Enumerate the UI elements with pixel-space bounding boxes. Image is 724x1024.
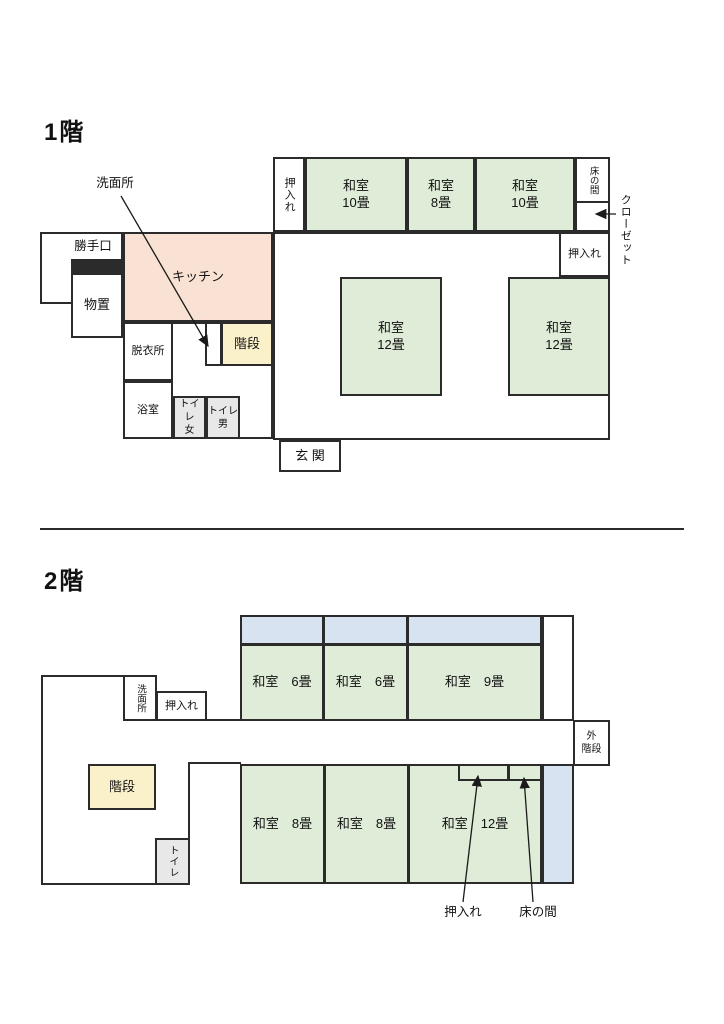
floor2-room-washitsu-12: 和室 12畳 (408, 764, 542, 884)
floor2-oshiire-cell (458, 764, 509, 781)
floor2-title: 2階 (44, 568, 86, 595)
floor-divider-line (40, 528, 684, 530)
floor1-room-tokonoma: 床の間 (575, 157, 610, 203)
floor2-wall-corridor-bottom (188, 762, 241, 764)
floor1-room-monooki: 物置 (71, 273, 123, 338)
floor2-room-kaidan: 階段 (88, 764, 156, 810)
floor2-room-washitsu-8b: 和室 8畳 (324, 764, 409, 884)
floor1-room-toilet-women: トイレ 女 (173, 396, 206, 439)
floor1-room-kaidan: 階段 (221, 322, 273, 366)
floor1-room-genkan: 玄 関 (279, 440, 341, 472)
floor2-wall-bottom (41, 883, 157, 885)
floor2-room-toilet: トイレ (155, 838, 190, 885)
floor1-closet-annotation: クローゼット (619, 194, 632, 266)
floor2-tokonoma-cell (508, 764, 542, 781)
floor2-veranda-1 (240, 615, 324, 645)
floor2-room-soto-kaidan: 外 階段 (573, 720, 610, 766)
floor1-room-toilet-men: トイレ 男 (206, 396, 240, 439)
floor2-veranda-right (542, 764, 574, 884)
floor2-room-senmenjo: 洗面所 (123, 675, 157, 721)
floor1-room-kitchen: キッチン (123, 232, 273, 322)
floor1-room-washitsu-8: 和室 8畳 (407, 157, 475, 232)
floor1-room-washitsu-10b: 和室 10畳 (475, 157, 575, 232)
floor2-oshiire-annotation: 押入れ (444, 905, 482, 919)
floor2-room-washitsu-9: 和室 9畳 (407, 644, 542, 721)
floor1-room-washitsu-12a: 和室 12畳 (340, 277, 442, 396)
floor2-veranda-3 (407, 615, 542, 645)
floor2-room-washitsu-8a: 和室 8畳 (240, 764, 325, 884)
floor1-closet-cell (575, 201, 610, 232)
floor1-senmenjo-room (205, 322, 222, 366)
floor1-room-datsuisho: 脱衣所 (123, 322, 173, 381)
floor2-wall-corridor-top (205, 719, 241, 721)
floor1-room-oshiire-top: 押入れ (273, 157, 305, 232)
floor2-tokonoma-annotation: 床の間 (519, 905, 557, 919)
floor2-wall-left (41, 675, 43, 885)
floor2-veranda-2 (323, 615, 408, 645)
floor1-room-washitsu-10a: 和室 10畳 (305, 157, 407, 232)
floor1-room-washitsu-12b: 和室 12畳 (508, 277, 610, 396)
floor1-room-yokushitsu: 浴室 (123, 381, 173, 439)
floor2-room-oshiire: 押入れ (156, 691, 207, 721)
floor1-room-oshiire-right: 押入れ (559, 232, 610, 277)
floor2-corridor-column (542, 615, 574, 721)
floor1-title: 1階 (44, 119, 86, 146)
floor2-wall-top (41, 675, 125, 677)
floor2-room-washitsu-6b: 和室 6畳 (323, 644, 408, 721)
floor1-katteguchi-label: 勝手口 (74, 239, 112, 253)
floor2-room-washitsu-6a: 和室 6畳 (240, 644, 324, 721)
floor2-wall-right-lower (188, 762, 190, 840)
floor1-senmenjo-annotation: 洗面所 (96, 176, 134, 190)
floor1-door-black-bar (71, 259, 123, 273)
